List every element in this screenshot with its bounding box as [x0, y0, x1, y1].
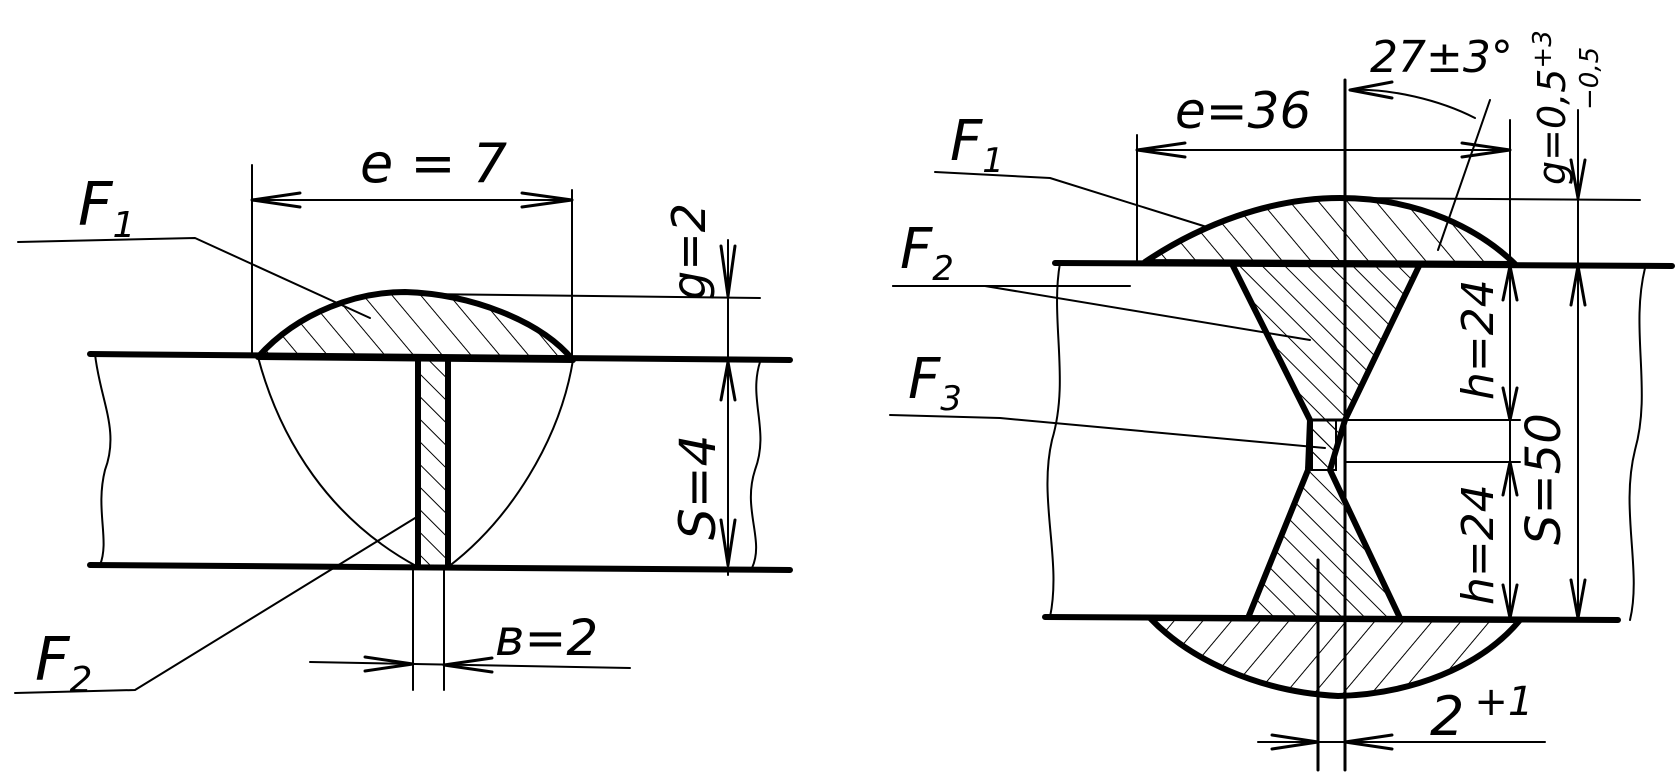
left-leaders	[14, 237, 421, 694]
left-f1-label: F1	[78, 170, 135, 246]
right-f2-label: F2	[900, 217, 954, 289]
right-root-face	[1311, 419, 1337, 471]
right-depth-dimensions	[1344, 264, 1521, 620]
left-weld-cap	[255, 289, 576, 363]
left-gap-label: в=2	[495, 609, 598, 667]
right-weld-cap-top	[1142, 195, 1518, 267]
left-width-dimension	[250, 164, 574, 361]
right-reinforcement-label: g=0,5+3	[1528, 30, 1574, 185]
right-leaders	[889, 171, 1326, 449]
right-reinforcement-dimension	[1349, 109, 1641, 620]
right-angle-label: 27±3°	[1370, 32, 1513, 83]
right-angle-dimension	[1348, 80, 1491, 251]
left-penetration-outline	[257, 356, 419, 568]
right-width-label: e=36	[1175, 82, 1311, 140]
left-f2-label: F2	[35, 625, 92, 701]
right-f3-label: F3	[908, 347, 962, 419]
right-gap-label: 2+1	[1430, 679, 1533, 748]
right-depth-top-label: h=24	[1453, 279, 1504, 400]
right-reinforcement-tolerance-lower: −0,5	[1575, 47, 1605, 110]
left-width-label: e = 7	[360, 132, 507, 195]
right-depth-bottom-label: h=24	[1453, 484, 1504, 605]
right-thickness-label: S=50	[1516, 413, 1572, 545]
left-thickness-label: S=4	[669, 435, 727, 540]
right-gap-dimension	[1257, 733, 1546, 751]
left-reinforcement-dimension	[419, 239, 761, 576]
left-gap-dimension	[309, 567, 631, 691]
left-root-gap	[418, 360, 448, 567]
right-joint: F1 F2 F3 e=36 27±3° g=0,5+3 −0,5 h=24 h=…	[889, 30, 1675, 772]
left-joint: F1 F2 e = 7 g=2 S=4 в=2	[14, 132, 793, 701]
right-f1-label: F1	[950, 109, 1004, 181]
right-weld-cap-bottom	[1147, 615, 1523, 699]
left-reinforcement-label: g=2	[662, 203, 716, 300]
